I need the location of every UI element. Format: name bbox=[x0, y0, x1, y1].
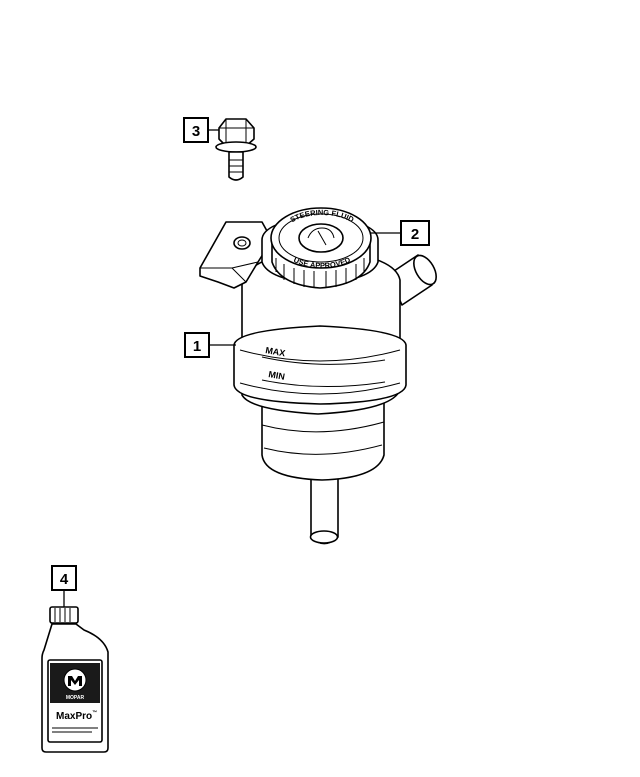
callout-2-label: 2 bbox=[411, 226, 419, 243]
callout-3: 3 bbox=[183, 117, 219, 143]
reservoir-cap: STEERING FLUID USE APPROVED bbox=[270, 207, 372, 289]
bottle-product-text: MaxPro™ bbox=[56, 710, 97, 722]
mopar-logo-icon bbox=[63, 668, 87, 692]
callout-4: 4 bbox=[51, 565, 77, 607]
callout-2: 2 bbox=[370, 220, 430, 246]
callout-4-label: 4 bbox=[60, 571, 69, 588]
min-level-mark: MIN bbox=[268, 369, 286, 382]
callout-3-label: 3 bbox=[192, 123, 200, 140]
callout-1: 1 bbox=[184, 332, 236, 358]
bolt bbox=[215, 118, 257, 181]
max-level-mark: MAX bbox=[265, 345, 286, 358]
reservoir-outlet-pipe bbox=[309, 469, 339, 545]
reservoir: MAX MIN bbox=[199, 214, 437, 545]
mounting-bracket bbox=[199, 221, 273, 289]
reservoir-band bbox=[233, 325, 407, 405]
bottle-brand-text: MOPAR bbox=[66, 695, 85, 701]
callout-1-label: 1 bbox=[193, 338, 201, 355]
fluid-bottle: MOPAR MaxPro™ bbox=[41, 606, 109, 753]
